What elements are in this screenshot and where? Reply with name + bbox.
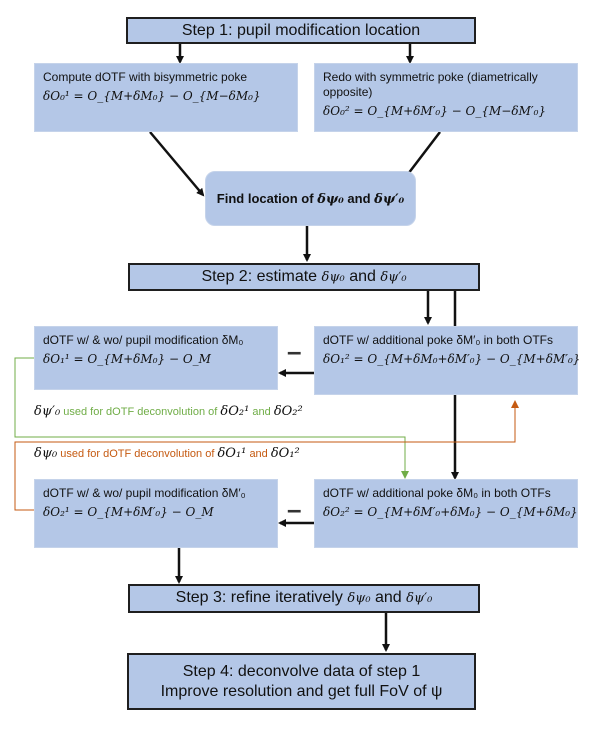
bisymmetric-poke-equation: δO₀¹ = O_{M+δM₀} − O_{M−δM₀} [43, 89, 261, 103]
additional-poke-box-2: dOTF w/ additional poke δM₀ in both OTFs… [314, 479, 578, 548]
pupil-mod-2-title: dOTF w/ & wo/ pupil modification δM′₀ [43, 486, 246, 500]
step3-and: and [375, 589, 402, 606]
orange-note: δψ₀ used for dOTF deconvolution of δO₁¹ … [34, 446, 300, 461]
orange-note-a: δO₁¹ [217, 446, 247, 461]
additional-poke-1-equation: δO₁² = O_{M+δM₀+δM′₀} − O_{M+δM′₀} [323, 352, 581, 366]
find-and: and [347, 190, 371, 206]
orange-note-text: used for dOTF deconvolution of [60, 448, 215, 460]
step3-box: Step 3: refine iteratively δψ₀ and δψ′₀ [128, 584, 480, 613]
step4-line1: Step 4: deconvolve data of step 1 [182, 662, 421, 680]
green-note-text: used for dOTF deconvolution of [63, 406, 218, 418]
step2-sym2: δψ′₀ [380, 269, 407, 285]
additional-poke-2-title: dOTF w/ additional poke δM₀ in both OTFs [323, 486, 551, 500]
additional-poke-2-equation: δO₂² = O_{M+δM′₀+δM₀} − O_{M+δM₀} [323, 505, 578, 519]
bisymmetric-poke-box: Compute dOTF with bisymmetric poke δO₀¹ … [34, 63, 298, 132]
additional-poke-box-1: dOTF w/ additional poke δM′₀ in both OTF… [314, 326, 581, 395]
arrow-left-to-find [149, 131, 205, 197]
step2-sym1: δψ₀ [321, 269, 345, 285]
pupil-mod-1-equation: δO₁¹ = O_{M+δM₀} − O_M [43, 352, 211, 366]
pupil-mod-box-2: dOTF w/ & wo/ pupil modification δM′₀ δO… [34, 479, 278, 548]
step3-label: Step 3: refine iteratively δψ₀ and δψ′₀ [176, 588, 433, 609]
orange-note-and: and [249, 448, 268, 460]
green-note: δψ′₀ used for dOTF deconvolution of δO₂¹… [34, 404, 303, 419]
orange-note-b: δO₁² [270, 446, 300, 461]
step4-line2: Improve resolution and get full FoV of ψ [160, 682, 443, 700]
green-note-and: and [252, 406, 271, 418]
pupil-mod-2-equation: δO₂¹ = O_{M+δM′₀} − O_M [43, 505, 214, 519]
orange-connector [14, 400, 519, 511]
step3-prefix: Step 3: refine iteratively [175, 589, 343, 606]
step2-box: Step 2: estimate δψ₀ and δψ′₀ [128, 263, 480, 291]
bisymmetric-poke-title: Compute dOTF with bisymmetric poke [43, 70, 248, 84]
step1-box: Step 1: pupil modification location [126, 17, 476, 44]
find-location-box: Find location of δψ₀ and δψ′₀ [205, 171, 416, 226]
find-prefix: Find location of [216, 190, 314, 206]
step4-box: Step 4: deconvolve data of step 1 Improv… [127, 653, 476, 710]
step1-label: Step 1: pupil modification location [181, 21, 421, 39]
green-note-sym: δψ′₀ [34, 404, 61, 419]
green-note-a: δO₂¹ [220, 404, 250, 419]
find-location-text: Find location of δψ₀ and δψ′₀ [217, 191, 404, 207]
minus-sign-2: – [287, 494, 302, 524]
symmetric-poke-box: Redo with symmetric poke (diametrically … [314, 63, 578, 132]
find-sym2: δψ′₀ [374, 191, 405, 207]
step2-label: Step 2: estimate δψ₀ and δψ′₀ [201, 267, 406, 288]
step3-sym2: δψ′₀ [406, 591, 433, 606]
step2-prefix: Step 2: estimate [201, 267, 318, 285]
find-sym1: δψ₀ [317, 191, 344, 207]
minus-sign-1: – [287, 336, 302, 366]
symmetric-poke-equation: δO₀² = O_{M+δM′₀} − O_{M−δM′₀} [323, 104, 547, 118]
additional-poke-1-title: dOTF w/ additional poke δM′₀ in both OTF… [323, 333, 553, 347]
green-connector [14, 357, 409, 479]
orange-note-sym: δψ₀ [34, 446, 58, 461]
symmetric-poke-title: Redo with symmetric poke (diametrically … [323, 70, 538, 99]
green-note-b: δO₂² [273, 404, 303, 419]
pupil-mod-1-title: dOTF w/ & wo/ pupil modification δM₀ [43, 333, 244, 347]
step2-and: and [349, 267, 376, 285]
pupil-mod-box-1: dOTF w/ & wo/ pupil modification δM₀ δO₁… [34, 326, 278, 390]
step3-sym1: δψ₀ [347, 591, 371, 606]
